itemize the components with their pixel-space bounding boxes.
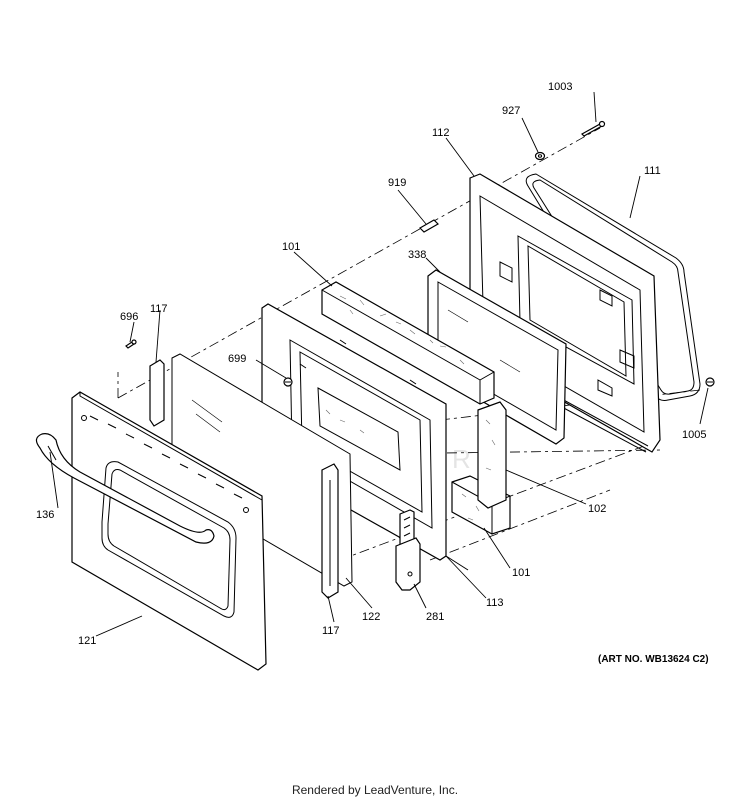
part-121-outer-door — [71, 391, 267, 671]
part-102-insulation-side — [477, 401, 507, 509]
callout-117-bottom: 117 — [322, 625, 340, 637]
callout-111: 111 — [644, 165, 661, 177]
part-111-gasket — [525, 173, 701, 401]
part-136-handle — [35, 433, 215, 544]
part-1003-screw — [581, 120, 606, 137]
part-117-trim-channel — [149, 359, 339, 599]
callout-281: 281 — [426, 611, 444, 623]
callout-919: 919 — [388, 177, 406, 189]
footer-credit: Rendered by LeadVenture, Inc. — [291, 783, 459, 797]
part-919-pin — [419, 219, 439, 233]
callout-1003: 1003 — [548, 81, 572, 93]
callout-136: 136 — [36, 509, 54, 521]
callout-121: 121 — [78, 635, 96, 647]
callout-101-top: 101 — [282, 241, 300, 253]
callout-696: 696 — [120, 311, 138, 323]
part-927-washer — [534, 151, 546, 161]
part-696-screw — [125, 339, 137, 349]
callout-699: 699 — [228, 353, 246, 365]
leader-lines — [49, 91, 709, 637]
art-number: (ART NO. WB13624 C2) — [598, 654, 709, 665]
callout-101-bottom: 101 — [512, 567, 530, 579]
hardware-parts — [125, 120, 715, 387]
callout-102: 102 — [588, 503, 606, 515]
part-113-door-frame — [261, 303, 469, 571]
callout-112: 112 — [432, 127, 450, 139]
callout-113: 113 — [486, 597, 504, 609]
part-281-hinge — [395, 509, 421, 591]
callout-927: 927 — [502, 105, 520, 117]
callout-117-top: 117 — [150, 303, 168, 315]
callout-1005: 1005 — [682, 429, 706, 441]
callout-338: 338 — [408, 249, 426, 261]
callout-122: 122 — [362, 611, 380, 623]
part-699-screw — [283, 377, 293, 387]
callout-labels: 1003 927 112 111 919 101 338 696 117 699… — [36, 81, 706, 647]
part-1005-screw — [705, 377, 715, 387]
